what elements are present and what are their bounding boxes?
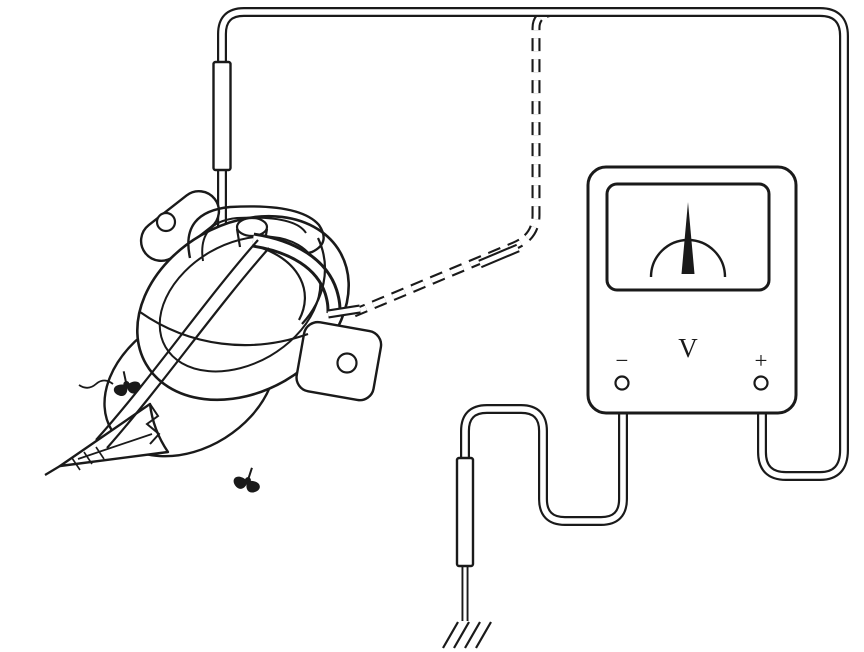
mounting-ear-left xyxy=(139,190,221,262)
plus-terminal xyxy=(753,375,769,391)
coil-wrap-wires xyxy=(95,237,326,449)
minus-label: − xyxy=(616,348,629,373)
coil-body-main xyxy=(136,214,350,402)
positive-lead-wire xyxy=(217,7,849,481)
torn-edge xyxy=(145,403,161,445)
probe-connector-bottom xyxy=(455,456,475,568)
ht-tower xyxy=(235,216,269,248)
plus-label: + xyxy=(755,348,768,373)
voltmeter: − V + xyxy=(586,165,798,415)
ground-symbol-icon xyxy=(442,621,492,649)
probe-connectors xyxy=(212,60,475,568)
probe-connector-top xyxy=(212,60,232,172)
meter-scale-arc xyxy=(649,238,727,278)
mounting-ear-right xyxy=(295,320,383,402)
dashed-high-tension-lead xyxy=(352,7,555,318)
minus-terminal xyxy=(614,375,630,391)
wires xyxy=(217,7,849,649)
volt-label: V xyxy=(678,333,698,363)
ht-boot-wire xyxy=(251,232,361,319)
inline-connector xyxy=(478,243,520,269)
ignition-coil-illustration xyxy=(44,190,383,493)
wing-terminal-2 xyxy=(233,467,260,493)
terminal-wire-squiggle xyxy=(78,379,114,389)
wing-terminal-1 xyxy=(113,371,141,396)
negative-lead-wire xyxy=(460,404,628,526)
wire-strands xyxy=(71,446,105,471)
meter-needle-icon xyxy=(681,202,695,274)
